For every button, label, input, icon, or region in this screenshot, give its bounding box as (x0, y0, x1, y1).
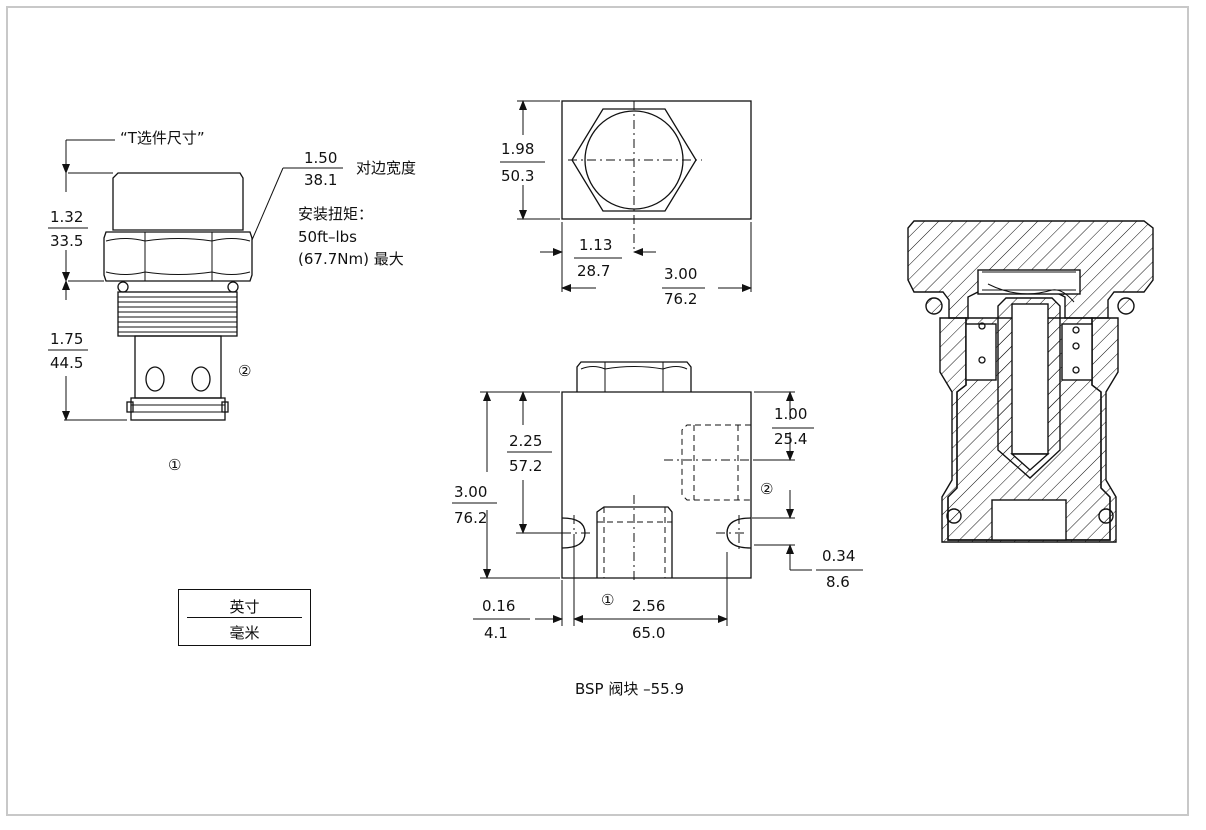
cartridge-height-mm: 33.5 (50, 232, 83, 250)
front-w-mm: 65.0 (632, 624, 665, 642)
top-width-inch: 3.00 (664, 265, 697, 283)
front-l-mm: 4.1 (484, 624, 508, 642)
front-h1-mm: 57.2 (509, 457, 542, 475)
torque-title: 安装扭矩： (298, 205, 373, 223)
cartridge-height-inch: 1.32 (50, 208, 83, 226)
front-r-inch: 1.00 (774, 405, 807, 423)
thread-lines (118, 296, 237, 333)
legend-divider (187, 617, 302, 618)
front-h2-mm: 76.2 (454, 509, 487, 527)
top-width-mm: 76.2 (664, 290, 697, 308)
top-offset-inch: 1.13 (579, 236, 612, 254)
top-height-inch: 1.98 (501, 140, 534, 158)
legend-mm: 毫米 (229, 624, 260, 642)
front-b-inch: 0.34 (822, 547, 855, 565)
cartridge-thread-mm: 44.5 (50, 354, 83, 372)
cartridge-side-view (48, 139, 343, 421)
front-r-mm: 25.4 (774, 430, 807, 448)
hex-size-mm: 38.1 (304, 171, 337, 189)
torque-nm: (67.7Nm) 最大 (298, 250, 404, 268)
front-w-inch: 2.56 (632, 597, 665, 615)
cartridge-section-view (907, 220, 1154, 543)
hex-size-inch: 1.50 (304, 149, 337, 167)
block-top-view (500, 100, 752, 292)
cartridge-port-1: ① (168, 456, 181, 474)
torque-ftlbs: 50ft–lbs (298, 228, 357, 246)
front-l-inch: 0.16 (482, 597, 515, 615)
block-caption: BSP 阀块 –55.9 (575, 680, 684, 698)
top-height-mm: 50.3 (501, 167, 534, 185)
top-offset-mm: 28.7 (577, 262, 610, 280)
block-front-view (452, 361, 863, 626)
legend-inch: 英寸 (229, 598, 260, 616)
front-h2-inch: 3.00 (454, 483, 487, 501)
front-port-2: ② (760, 480, 773, 498)
front-port-1: ① (601, 591, 614, 609)
cartridge-port-2: ② (238, 362, 251, 380)
cartridge-thread-inch: 1.75 (50, 330, 83, 348)
unit-legend: 英寸 毫米 (178, 589, 311, 646)
drawing-frame (6, 6, 1189, 816)
front-b-mm: 8.6 (826, 573, 850, 591)
option-dimension-label: “T选件尺寸” (120, 129, 205, 147)
front-h1-inch: 2.25 (509, 432, 542, 450)
hex-size-label: 对边宽度 (356, 159, 416, 177)
